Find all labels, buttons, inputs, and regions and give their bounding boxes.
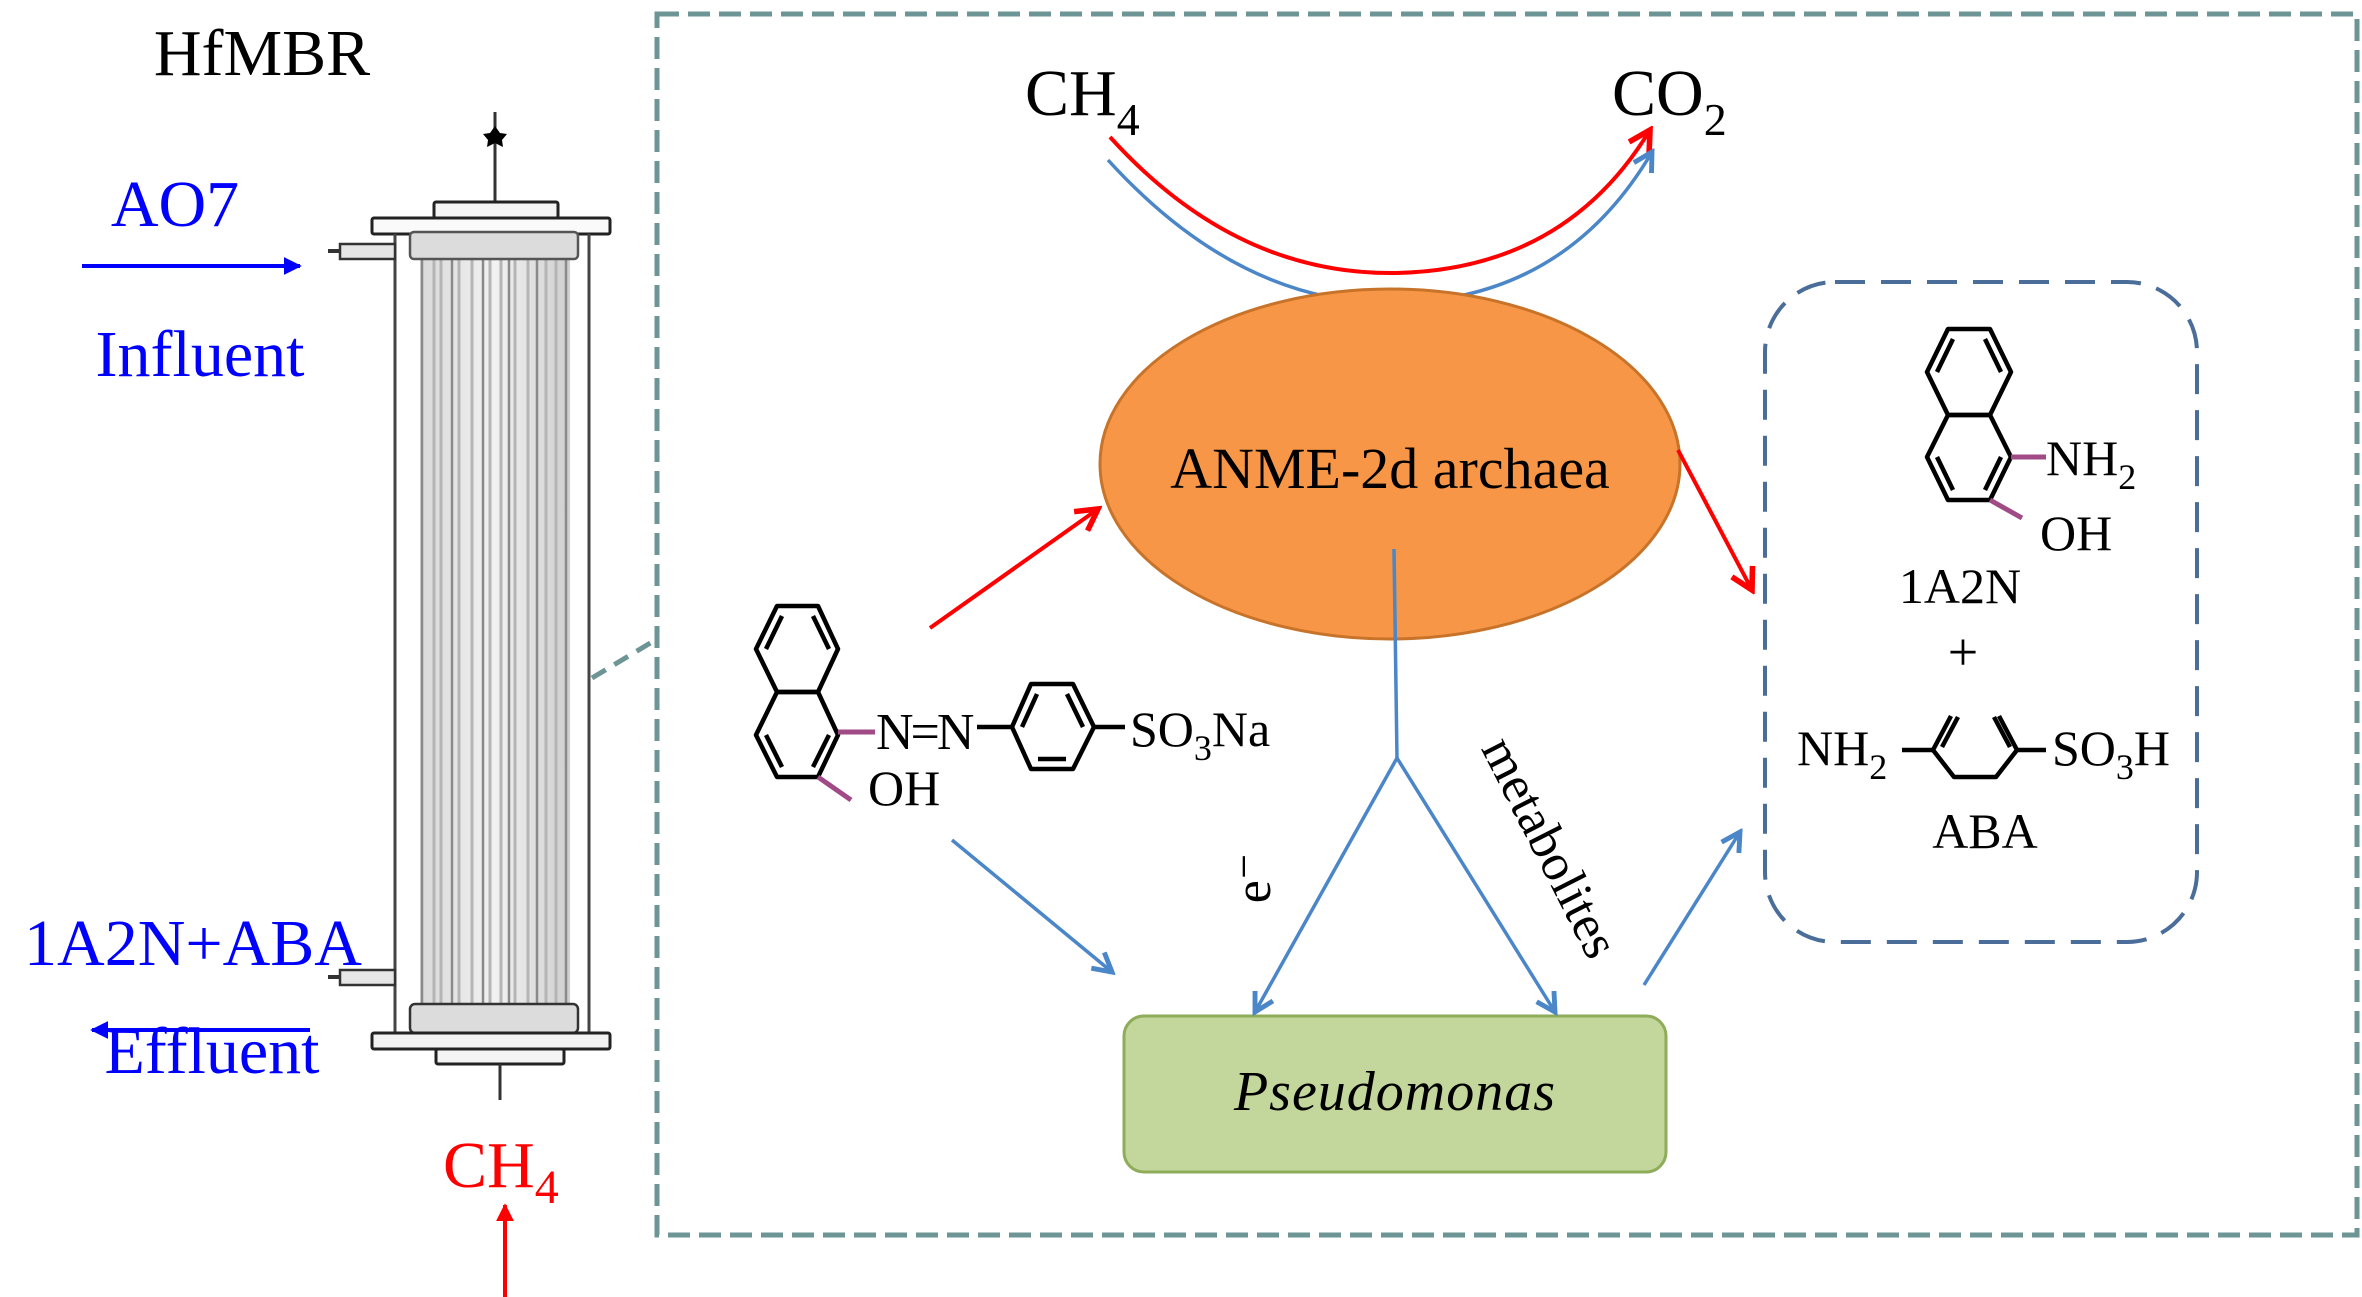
product-aba-structure: NH2 SO3H ABA: [1797, 714, 2170, 859]
pseudomonas-label: Pseudomonas: [1233, 1061, 1556, 1123]
mechanism-frame: [654, 11, 2360, 1238]
ao7-to-archaea-arrow: [928, 509, 1098, 630]
effluent-label: Effluent: [104, 1015, 319, 1088]
anme-archaea-node: [1098, 287, 1682, 641]
diagram-title: HfMBR: [154, 17, 370, 90]
1a2n-amine-subscript: 2: [2118, 457, 2136, 497]
influent-compound-label: AO7: [111, 168, 239, 241]
influent-label: Influent: [96, 318, 305, 391]
sulfonate-subscript: 3: [1194, 728, 1212, 768]
aba-sulfonate-base: SO: [2052, 720, 2116, 776]
1a2n-amine-label: NH2: [2046, 430, 2136, 497]
bottom-cap: [434, 1047, 566, 1066]
carbon-dioxide-label: CO2: [1612, 57, 1727, 145]
ao7-naphthalene-ring: [753, 603, 841, 780]
1a2n-hydroxyl-bond: [1988, 497, 2024, 521]
bottom-header: [408, 1002, 580, 1035]
1a2n-naphthalene-ring: [1924, 326, 2014, 503]
pseudomonas-node: [1122, 1014, 1668, 1174]
vent-valve-icon: [483, 126, 507, 147]
ao7-structure: N=N SO3Na OH: [753, 603, 1270, 816]
methane-oxidation-arc-archaea: [1108, 130, 1650, 276]
1a2n-amine-base: NH: [2046, 430, 2118, 486]
metabolites-label: metabolites: [1470, 728, 1630, 967]
zoom-connector: [590, 639, 654, 681]
metabolite-transfer-arrow: [1395, 757, 1555, 1012]
influent-port: [338, 242, 397, 261]
pseudomonas-to-products-arrow: [1642, 832, 1740, 986]
products-frame: [1763, 280, 2199, 944]
1a2n-hydroxyl-label: OH: [2040, 505, 2112, 561]
hollow-fiber-bundle: [420, 258, 570, 1004]
hollow-fiber-reactor: [328, 112, 612, 1100]
anme-archaea-label: ANME-2d archaea: [1170, 436, 1610, 501]
aba-sulfonate-suffix: H: [2134, 720, 2170, 776]
sulfonate-suffix: Na: [1212, 701, 1270, 757]
aba-sulfonate-subscript: 3: [2116, 747, 2134, 787]
methane-feed-subscript: 4: [535, 1161, 559, 1214]
methane-base: CH: [1025, 57, 1117, 130]
methane-feed-base: CH: [443, 1129, 535, 1202]
aba-name: ABA: [1932, 803, 2038, 859]
electron-transfer-arrow: [1255, 757, 1399, 1012]
co2-base: CO: [1612, 57, 1704, 130]
ao7-sulfonate-label: SO3Na: [1130, 701, 1270, 768]
aba-amine-subscript: 2: [1869, 747, 1887, 787]
archaea-to-products-arrow: [1676, 449, 1752, 590]
methane-feed-label: CH4: [443, 1129, 559, 1214]
hydroxyl-bond: [816, 774, 853, 803]
1a2n-name: 1A2N: [1899, 558, 2021, 614]
aba-ring: [1902, 714, 2046, 780]
methane-oxidation-arc-bacteria: [1106, 152, 1652, 305]
azo-group-label: N=N: [876, 704, 974, 761]
ao7-hydroxyl-label: OH: [868, 760, 940, 816]
top-cap: [432, 200, 560, 220]
products-plus: +: [1948, 622, 1978, 682]
co2-subscript: 2: [1704, 94, 1727, 145]
aba-amine-base: NH: [1797, 720, 1869, 776]
ao7-phenyl-ring: [1009, 681, 1097, 772]
bottom-flange: [370, 1031, 612, 1051]
top-header: [408, 230, 580, 261]
archaea-transfer-stem: [1392, 548, 1399, 759]
effluent-compound-label: 1A2N+ABA: [24, 907, 362, 980]
ao7-to-pseudomonas-arrow: [950, 838, 1112, 972]
product-1a2n-structure: NH2 OH 1A2N: [1899, 326, 2136, 614]
methane-subscript: 4: [1117, 94, 1140, 145]
electron-label: e⁻: [1225, 853, 1282, 904]
aba-sulfonate-label: SO3H: [2052, 720, 2170, 787]
methane-label: CH4: [1025, 57, 1140, 145]
aba-amine-label: NH2: [1797, 720, 1887, 787]
sulfonate-base: SO: [1130, 701, 1194, 757]
